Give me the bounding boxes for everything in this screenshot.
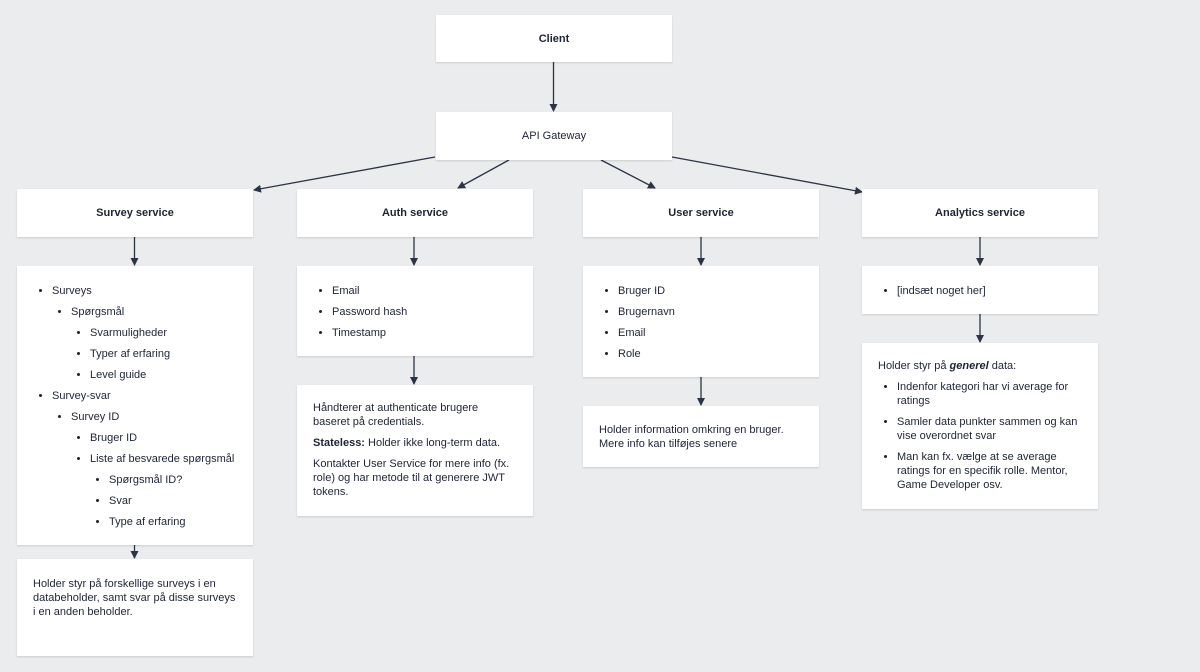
list-item: Spørgsmål Svarmuligheder Typer af erfari…	[71, 298, 237, 382]
arrow-gateway-survey	[253, 156, 436, 193]
list-item: Svar	[109, 487, 237, 508]
analytics-intro-text: Holder styr på generel data:	[878, 360, 1017, 372]
list-item: Liste af besvarede spørgsmål Spørgsmål I…	[90, 445, 237, 529]
analytics-service-node[interactable]: Analytics service	[862, 189, 1098, 237]
list-item: Level guide	[90, 361, 237, 382]
analytics-service-description[interactable]: Holder styr på generel data: Indenfor ka…	[862, 343, 1098, 509]
list-item: Surveys Spørgsmål Svarmuligheder Typer a…	[52, 282, 237, 382]
list-item: Indenfor kategori har vi average for rat…	[897, 373, 1082, 408]
client-node[interactable]: Client	[436, 15, 672, 62]
analytics-service-fields[interactable]: [indsæt noget her]	[862, 266, 1098, 314]
list-item: Svarmuligheder	[90, 319, 237, 340]
list-item: Spørgsmål ID?	[109, 466, 237, 487]
user-service-node[interactable]: User service	[583, 189, 819, 237]
survey-service-title: Survey service	[96, 207, 174, 219]
arrow-gateway-analytics	[671, 156, 863, 195]
api-gateway-node[interactable]: API Gateway	[436, 112, 672, 160]
survey-description-text: Holder styr på forskellige surveys i en …	[33, 578, 236, 618]
survey-service-fields[interactable]: Surveys Spørgsmål Svarmuligheder Typer a…	[17, 266, 253, 545]
list-item: Role	[618, 340, 803, 361]
list-item: Email	[618, 319, 803, 340]
auth-contact-text: Kontakter User Service for mere info (fx…	[313, 458, 510, 498]
auth-service-node[interactable]: Auth service	[297, 189, 533, 237]
arrow-gateway-auth	[457, 159, 510, 189]
list-item: Man kan fx. vælge at se average ratings …	[897, 443, 1082, 492]
list-item: Password hash	[332, 298, 517, 319]
list-item: Samler data punkter sammen og kan vise o…	[897, 408, 1082, 443]
list-item: Bruger ID	[90, 424, 237, 445]
api-gateway-label: API Gateway	[521, 130, 587, 142]
analytics-service-title: Analytics service	[935, 207, 1025, 219]
user-service-description[interactable]: Holder information omkring en bruger. Me…	[583, 406, 819, 467]
list-item: Email	[332, 282, 517, 298]
auth-service-description[interactable]: Håndterer at authenticate brugere basere…	[297, 385, 533, 516]
survey-service-description[interactable]: Holder styr på forskellige surveys i en …	[17, 559, 253, 656]
list-item: Brugernavn	[618, 298, 803, 319]
user-service-title: User service	[668, 207, 734, 219]
list-item: Survey ID Bruger ID Liste af besvarede s…	[71, 403, 237, 529]
list-item: Timestamp	[332, 319, 517, 340]
list-item: [indsæt noget her]	[897, 282, 1082, 298]
arrow-gateway-user	[600, 159, 656, 189]
client-label: Client	[538, 32, 570, 45]
user-service-fields[interactable]: Bruger ID Brugernavn Email Role	[583, 266, 819, 377]
list-item: Type af erfaring	[109, 508, 237, 529]
survey-service-node[interactable]: Survey service	[17, 189, 253, 237]
auth-service-fields[interactable]: Email Password hash Timestamp	[297, 266, 533, 356]
list-item: Survey-svar Survey ID Bruger ID Liste af…	[52, 382, 237, 529]
list-item: Bruger ID	[618, 282, 803, 298]
auth-description-text: Håndterer at authenticate brugere basere…	[313, 402, 479, 428]
list-item: Typer af erfaring	[90, 340, 237, 361]
auth-service-title: Auth service	[381, 207, 449, 219]
auth-stateless-text: Stateless: Holder ikke long-term data.	[313, 437, 501, 449]
user-description-text: Holder information omkring en bruger. Me…	[599, 424, 784, 450]
